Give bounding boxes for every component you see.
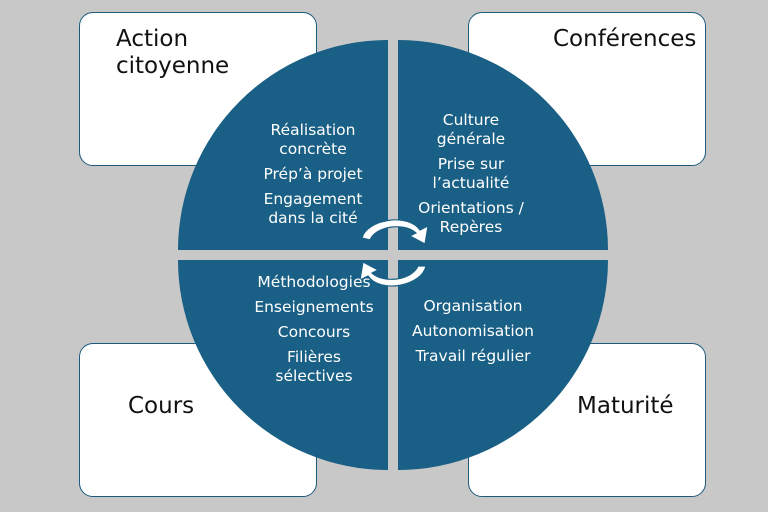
- quadrant-bottom-right: [398, 260, 608, 470]
- item-enseignements: Enseignements: [254, 298, 374, 316]
- quadrant-text-top-left: Réalisation concrète Prép’à projet Engag…: [245, 121, 381, 234]
- item-travail-regulier: Travail régulier: [415, 347, 531, 365]
- item-filieres-selectives: Filières sélectives: [275, 348, 353, 385]
- quadrant-text-bottom-right: Organisation Autonomisation Travail régu…: [400, 297, 546, 372]
- item-realisation-concrete: Réalisation concrète: [270, 121, 356, 158]
- item-methodologies: Méthodologies: [257, 273, 371, 291]
- corner-label-action-citoyenne: Action citoyenne: [116, 26, 230, 79]
- corner-label-maturite: Maturité: [577, 393, 674, 419]
- item-prep-a-projet: Prép’à projet: [263, 165, 363, 183]
- quadrant-bottom-left: [178, 260, 388, 470]
- quadrant-top-left: [178, 40, 388, 250]
- item-orientations-reperes: Orientations / Repères: [418, 199, 524, 236]
- item-culture-generale: Culture générale: [436, 111, 506, 148]
- cycle-arrows-icon: [359, 219, 429, 287]
- corner-label-conferences: Conférences: [553, 26, 697, 52]
- corner-label-cours: Cours: [128, 393, 195, 419]
- item-concours: Concours: [277, 323, 351, 341]
- item-organisation: Organisation: [423, 297, 523, 315]
- item-engagement-dans-la-cite: Engagement dans la cité: [263, 190, 363, 227]
- item-autonomisation: Autonomisation: [412, 322, 534, 340]
- quadrant-top-right: [398, 40, 608, 250]
- quadrant-text-bottom-left: Méthodologies Enseignements Concours Fil…: [240, 273, 388, 392]
- item-prise-sur-actualite: Prise sur l’actualité: [432, 155, 510, 192]
- quadrant-text-top-right: Culture générale Prise sur l’actualité O…: [403, 111, 539, 243]
